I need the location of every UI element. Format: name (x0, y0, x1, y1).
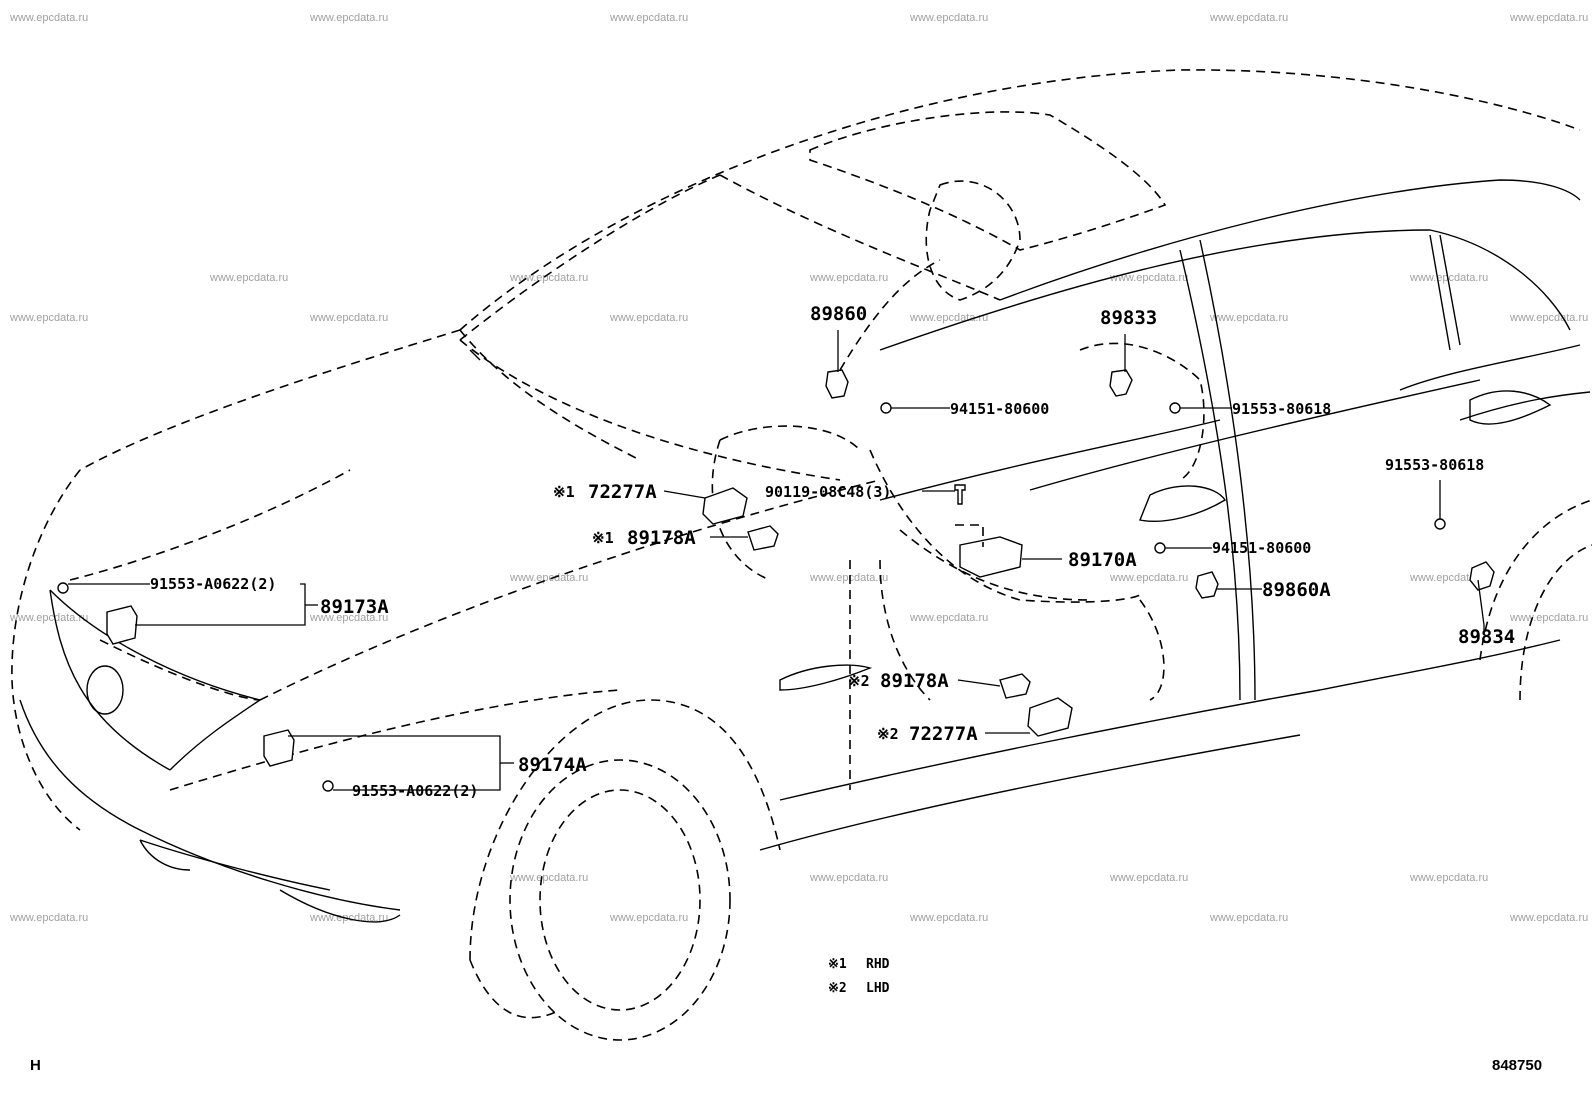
illustration-number: 848750 (1492, 1057, 1542, 1074)
watermark-text: www.epcdata.ru (309, 912, 388, 924)
label-89833: 89833 (1100, 307, 1157, 329)
watermark-text: www.epcdata.ru (1109, 872, 1188, 884)
watermark-text: www.epcdata.ru (1409, 272, 1488, 284)
corner-code: H (30, 1057, 41, 1074)
label-72277A-2: 72277A (909, 723, 978, 745)
legend: ※1 RHD ※2 LHD (828, 957, 890, 996)
watermark-text: www.epcdata.ru (509, 872, 588, 884)
label-90119-08C48: 90119-08C48(3) (765, 483, 891, 501)
label-91553-80618-b: 91553-80618 (1385, 456, 1484, 474)
watermark-text: www.epcdata.ru (9, 912, 88, 924)
watermark-text: www.epcdata.ru (809, 572, 888, 584)
label-91553-80618-a: 91553-80618 (1232, 400, 1331, 418)
watermark-text: www.epcdata.ru (1409, 572, 1488, 584)
mark-lhd-2: ※2 (877, 725, 899, 743)
watermark-text: www.epcdata.ru (809, 872, 888, 884)
connector-89178A-2 (999, 673, 1031, 699)
watermark-text: www.epcdata.ru (309, 312, 388, 324)
watermark-text: www.epcdata.ru (1209, 312, 1288, 324)
mark-rhd-1: ※1 (553, 483, 575, 501)
label-91553-A0622-a: 91553-A0622(2) (150, 575, 276, 593)
legend-text-rhd: RHD (866, 957, 890, 972)
bolt-94151-80600-b (1154, 542, 1166, 554)
module-89170A (959, 536, 1023, 578)
watermark-text: www.epcdata.ru (909, 12, 988, 24)
label-89178A-2: 89178A (880, 670, 949, 692)
sensor-89174A (263, 729, 295, 767)
label-89170A: 89170A (1068, 549, 1137, 571)
bolt-94151-80600-a (880, 402, 892, 414)
watermark-text: www.epcdata.ru (609, 12, 688, 24)
watermark-text: www.epcdata.ru (1209, 12, 1288, 24)
sensor-89834 (1469, 561, 1495, 591)
label-91553-A0622-b: 91553-A0622(2) (352, 782, 478, 800)
watermark-text: www.epcdata.ru (9, 312, 88, 324)
watermark-text: www.epcdata.ru (509, 272, 588, 284)
watermark-text: www.epcdata.ru (1409, 872, 1488, 884)
watermark-layer: www.epcdata.ru www.epcdata.ru www.epcdata.… (9, 12, 1588, 924)
mark-rhd-2: ※1 (592, 529, 614, 547)
label-89834: 89834 (1458, 626, 1515, 648)
sensor-89833 (1109, 369, 1133, 397)
watermark-text: www.epcdata.ru (9, 612, 88, 624)
label-94151-80600-a: 94151-80600 (950, 400, 1049, 418)
bolt-91553-80618-a (1169, 402, 1181, 414)
watermark-text: www.epcdata.ru (809, 272, 888, 284)
sensor-89860 (825, 369, 849, 399)
watermark-text: www.epcdata.ru (909, 612, 988, 624)
watermark-text: www.epcdata.ru (309, 612, 388, 624)
legend-text-lhd: LHD (866, 981, 890, 996)
label-94151-80600-b: 94151-80600 (1212, 539, 1311, 557)
bolt-91553-A0622-a (57, 582, 69, 594)
watermark-text: www.epcdata.ru (9, 12, 88, 24)
label-89173A: 89173A (320, 596, 389, 618)
watermark-text: www.epcdata.ru (209, 272, 288, 284)
watermark-text: www.epcdata.ru (1509, 912, 1588, 924)
label-72277A-1: 72277A (588, 481, 657, 503)
sensor-89173A (106, 605, 138, 645)
legend-mark-2: ※2 (828, 981, 847, 996)
part-shapes (57, 369, 1495, 792)
callout-labels: 89860 89833 94151-80600 91553-80618 9155… (150, 303, 1515, 800)
leader-lines (68, 330, 1485, 791)
mark-lhd-1: ※2 (848, 672, 870, 690)
watermark-text: www.epcdata.ru (1109, 272, 1188, 284)
watermark-text: www.epcdata.ru (1509, 12, 1588, 24)
sensor-89860A (1195, 571, 1219, 599)
watermark-text: www.epcdata.ru (1509, 612, 1588, 624)
watermark-text: www.epcdata.ru (909, 912, 988, 924)
watermark-text: www.epcdata.ru (1209, 912, 1288, 924)
label-89174A: 89174A (518, 754, 587, 776)
bolt-91553-A0622-b (322, 780, 334, 792)
watermark-text: www.epcdata.ru (1109, 572, 1188, 584)
bolt-90119-08C48 (954, 484, 966, 505)
watermark-text: www.epcdata.ru (309, 12, 388, 24)
bracket-72277A-1 (702, 487, 748, 525)
car-outline (11, 69, 1592, 1041)
watermark-text: www.epcdata.ru (1509, 312, 1588, 324)
connector-89178A-1 (747, 525, 779, 551)
label-89860A: 89860A (1262, 579, 1331, 601)
watermark-text: www.epcdata.ru (609, 312, 688, 324)
watermark-text: www.epcdata.ru (909, 312, 988, 324)
watermark-text: www.epcdata.ru (609, 912, 688, 924)
label-89860: 89860 (810, 303, 867, 325)
label-89178A-1: 89178A (627, 527, 696, 549)
legend-mark-1: ※1 (828, 957, 847, 972)
bracket-72277A-2 (1027, 697, 1073, 737)
watermark-text: www.epcdata.ru (509, 572, 588, 584)
bolt-91553-80618-b (1434, 518, 1446, 530)
